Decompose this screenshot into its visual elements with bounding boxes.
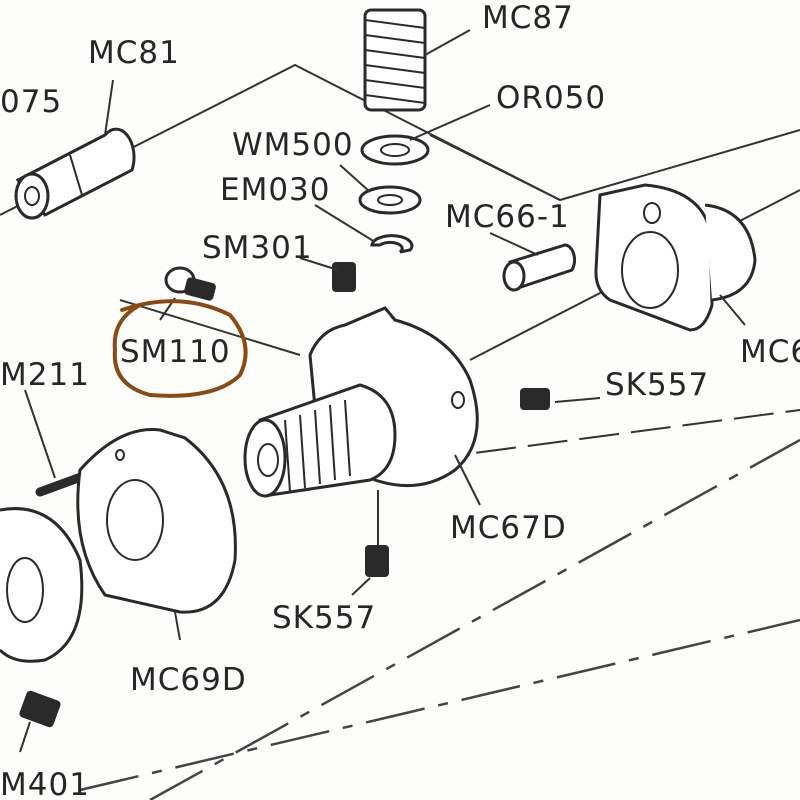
set-screw-sk557-bottom	[365, 545, 389, 577]
bracket-mc6	[594, 183, 757, 332]
label-m211: M211	[0, 357, 90, 393]
hub-mc67d	[243, 306, 479, 498]
cap-screw-sm110	[164, 266, 216, 301]
label-mc87: MC87	[482, 0, 574, 36]
label-or050: OR050	[496, 80, 606, 116]
e-ring-em030	[370, 234, 414, 254]
washer-wm500	[358, 185, 422, 215]
label-mc67d: MC67D	[450, 510, 567, 546]
label-sm301: SM301	[202, 230, 313, 266]
leader-lines	[19, 29, 746, 753]
label-mc66-1: MC66-1	[445, 199, 570, 235]
set-screw-sk557-right	[520, 388, 550, 410]
set-screw-sm301	[332, 262, 356, 292]
label-sm110: SM110	[120, 334, 231, 370]
label-mc81: MC81	[88, 35, 180, 71]
washer-or050	[360, 134, 430, 166]
highlight-circle	[112, 299, 248, 398]
label-m401: M401	[0, 767, 90, 800]
set-screw-m401	[19, 690, 61, 728]
label-wm500: WM500	[232, 127, 354, 163]
pin-mc81	[14, 127, 136, 220]
pin-mc66-1	[502, 243, 577, 292]
ring-left	[0, 507, 84, 663]
label-075: 075	[0, 84, 62, 120]
collar-mc69d	[76, 428, 237, 614]
label-mc6: MC6	[740, 334, 800, 370]
label-sk557-bottom: SK557	[272, 600, 376, 636]
label-em030: EM030	[220, 172, 331, 208]
label-sk557-right: SK557	[605, 367, 709, 403]
label-mc69d: MC69D	[130, 662, 247, 698]
spring-part	[363, 8, 427, 112]
